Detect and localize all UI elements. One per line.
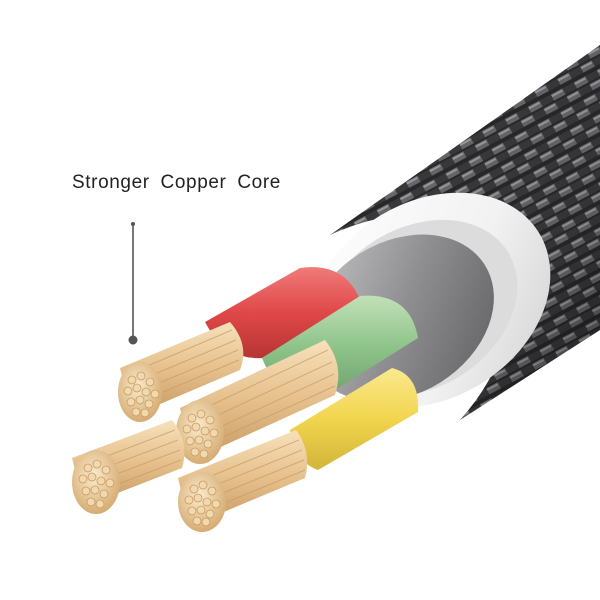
yellow-wire-insulation (290, 368, 419, 470)
red-wire-insulation (205, 267, 360, 359)
callout-top-dot-icon (131, 222, 135, 226)
copper-bundle-bottom-left (72, 420, 185, 514)
copper-bundle-bottom-right (178, 430, 308, 532)
copper-bundle-middle (176, 340, 339, 464)
callout-label: Stronger Copper Core (72, 172, 281, 193)
callout-dot-icon (128, 335, 138, 345)
copper-bundle-top-left (118, 322, 244, 422)
